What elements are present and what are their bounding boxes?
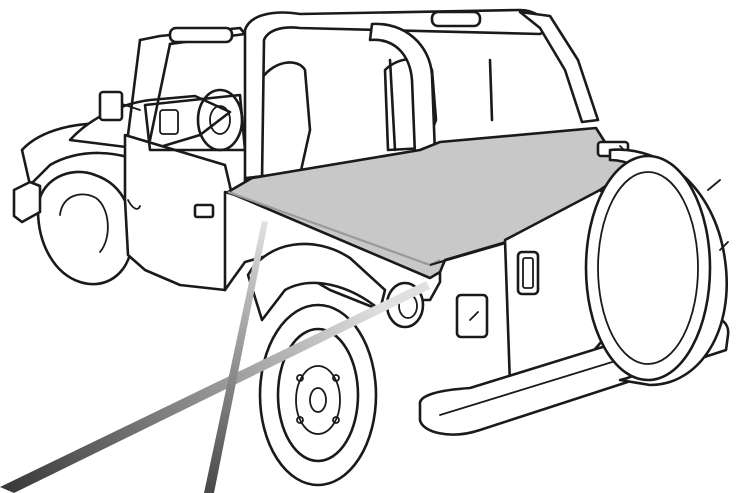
- spare-tire-icon: [584, 148, 729, 387]
- tonneau-cover-icon: [226, 126, 642, 280]
- callout-leader-lines-icon: [0, 221, 430, 493]
- front-body: [12, 90, 232, 286]
- windshield-frame: [126, 26, 247, 142]
- side-mirror-icon: [98, 90, 124, 122]
- door-handle-icon: [193, 203, 215, 219]
- license-bracket-icon: [455, 293, 489, 339]
